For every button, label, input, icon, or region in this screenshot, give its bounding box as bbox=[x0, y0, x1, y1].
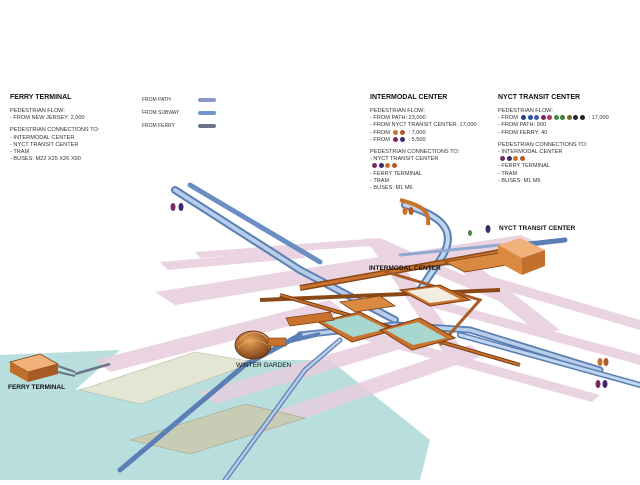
nyct-conn-line: - FERRY TERMINAL bbox=[498, 163, 550, 170]
nyct-transit-center-building bbox=[498, 238, 545, 275]
line-dot bbox=[399, 129, 405, 135]
flow-value: : 5,500 bbox=[408, 136, 426, 143]
line-dot bbox=[391, 163, 397, 169]
line-dot bbox=[385, 163, 390, 169]
nyct-flow-line: - FROM PATH: 900 bbox=[498, 122, 546, 129]
legend-label: FROM FERRY bbox=[142, 122, 175, 129]
nyct-title: NYCT TRANSIT CENTER bbox=[498, 94, 581, 101]
subway-line-dots bbox=[393, 129, 405, 135]
nyct-flow-line: - FROM FERRY: 40 bbox=[498, 129, 548, 136]
legend-item-path: FROM PATH bbox=[142, 93, 216, 106]
intermodal-flow-line: - FROM NYCT TRANSIT CENTER: 17,000 bbox=[370, 122, 477, 129]
subway-line-dots bbox=[372, 163, 397, 169]
intermodal-conn-heading: PEDESTRIAN CONNECTIONS TO: bbox=[370, 149, 460, 156]
line-dot bbox=[372, 163, 377, 169]
subway-markers bbox=[170, 203, 609, 388]
intermodal-flow-line: - FROM PATH: 23,000 bbox=[370, 115, 426, 122]
ferry-terminal-panel: FERRY TERMINAL PEDESTRIAN FLOW: - FROM N… bbox=[10, 93, 130, 163]
line-dot bbox=[513, 156, 518, 162]
subway-line-dots bbox=[521, 115, 585, 121]
nyct-conn-line: - TRAM bbox=[498, 170, 518, 177]
legend-label: FROM SUBWAY bbox=[142, 109, 180, 116]
winter-garden-dome bbox=[234, 330, 321, 360]
legend-swatch-subway bbox=[198, 110, 216, 115]
flow-value: : 7,000 bbox=[408, 129, 426, 136]
nyct-conn-heading: PEDESTRIAN CONNECTIONS TO: bbox=[498, 141, 588, 148]
legend-label: FROM PATH bbox=[142, 96, 171, 103]
intermodal-flow-heading: PEDESTRIAN FLOW: bbox=[370, 108, 425, 114]
ferry-conn-line: - BUSES: M22 X25 X26 X90 bbox=[10, 156, 81, 163]
line-dot bbox=[553, 115, 559, 121]
intermodal-flow-from-subway-b: - FROM : 5,500 bbox=[370, 137, 498, 144]
ground-block-south bbox=[128, 403, 307, 455]
nyct-conn-line: - BUSES: M1 M6 bbox=[498, 177, 541, 184]
line-dot bbox=[566, 115, 572, 121]
nyct-flow-heading: PEDESTRIAN FLOW: bbox=[498, 108, 553, 114]
ferry-terminal-title: FERRY TERMINAL bbox=[10, 94, 72, 101]
line-dot bbox=[378, 163, 384, 169]
subway-line-dots bbox=[500, 156, 525, 162]
legend-item-subway: FROM SUBWAY bbox=[142, 106, 216, 119]
line-dot bbox=[534, 115, 540, 121]
intermodal-conn-subway-dots bbox=[370, 163, 498, 170]
legend-swatch-path bbox=[198, 97, 216, 102]
line-dot bbox=[573, 115, 579, 121]
line-dot bbox=[393, 129, 399, 135]
intermodal-conn-line: - TRAM bbox=[370, 177, 390, 184]
line-dot bbox=[500, 156, 505, 162]
line-dot bbox=[519, 156, 525, 162]
flow-from-label: - FROM bbox=[370, 129, 390, 136]
line-dot bbox=[560, 115, 566, 121]
intermodal-title: INTERMODAL CENTER bbox=[370, 94, 448, 101]
line-dot bbox=[579, 115, 585, 121]
nyct-flow-from-subway: - FROM : 17,000 bbox=[498, 115, 638, 122]
intermodal-conn-line: - FERRY TERMINAL bbox=[370, 170, 422, 177]
line-dot bbox=[506, 156, 512, 162]
line-dot bbox=[527, 115, 533, 121]
flow-value: : 17,000 bbox=[588, 115, 609, 122]
legend-item-ferry: FROM FERRY bbox=[142, 119, 216, 132]
map-label-intermodal: INTERMODAL CENTER bbox=[369, 265, 441, 272]
ferry-flow-line: - FROM NEW JERSEY: 2,000 bbox=[10, 115, 85, 122]
line-dot bbox=[393, 136, 399, 142]
ferry-conn-line: - TRAM bbox=[10, 149, 30, 156]
ferry-terminal-building bbox=[8, 353, 111, 382]
nyct-conn-subway-dots bbox=[498, 156, 638, 163]
intermodal-structure bbox=[259, 198, 527, 367]
ferry-conn-line: - INTERMODAL CENTER bbox=[10, 134, 75, 141]
subway-line-dots bbox=[393, 136, 405, 142]
line-dot bbox=[399, 136, 405, 142]
line-dot bbox=[521, 115, 527, 121]
flow-from-label: - FROM bbox=[498, 115, 518, 122]
flow-from-label: - FROM bbox=[370, 136, 390, 143]
intermodal-center-panel: INTERMODAL CENTER PEDESTRIAN FLOW: - FRO… bbox=[370, 93, 498, 192]
map-label-ferry: FERRY TERMINAL bbox=[8, 384, 66, 391]
intermodal-conn-line: - NYCT TRANSIT CENTER bbox=[370, 156, 439, 163]
map-label-winter-garden: WINTER GARDEN bbox=[236, 362, 292, 369]
ferry-conn-heading: PEDESTRIAN CONNECTIONS TO: bbox=[10, 127, 100, 134]
intermodal-flow-from-subway-a: - FROM : 7,000 bbox=[370, 130, 498, 137]
line-dot bbox=[547, 115, 553, 121]
nyct-transit-center-panel: NYCT TRANSIT CENTER PEDESTRIAN FLOW: - F… bbox=[498, 93, 638, 185]
map-label-nyct: NYCT TRANSIT CENTER bbox=[499, 225, 576, 232]
nyct-conn-line: - INTERMODAL CENTER bbox=[498, 149, 563, 156]
flow-legend: FROM PATH FROM SUBWAY FROM FERRY bbox=[142, 93, 216, 132]
intermodal-conn-line: - BUSES: M1 M6 bbox=[370, 185, 413, 192]
line-dot bbox=[540, 115, 546, 121]
ferry-conn-line: - NYCT TRANSIT CENTER bbox=[10, 141, 79, 148]
legend-swatch-ferry bbox=[198, 123, 216, 128]
ferry-flow-heading: PEDESTRIAN FLOW: bbox=[10, 108, 65, 114]
